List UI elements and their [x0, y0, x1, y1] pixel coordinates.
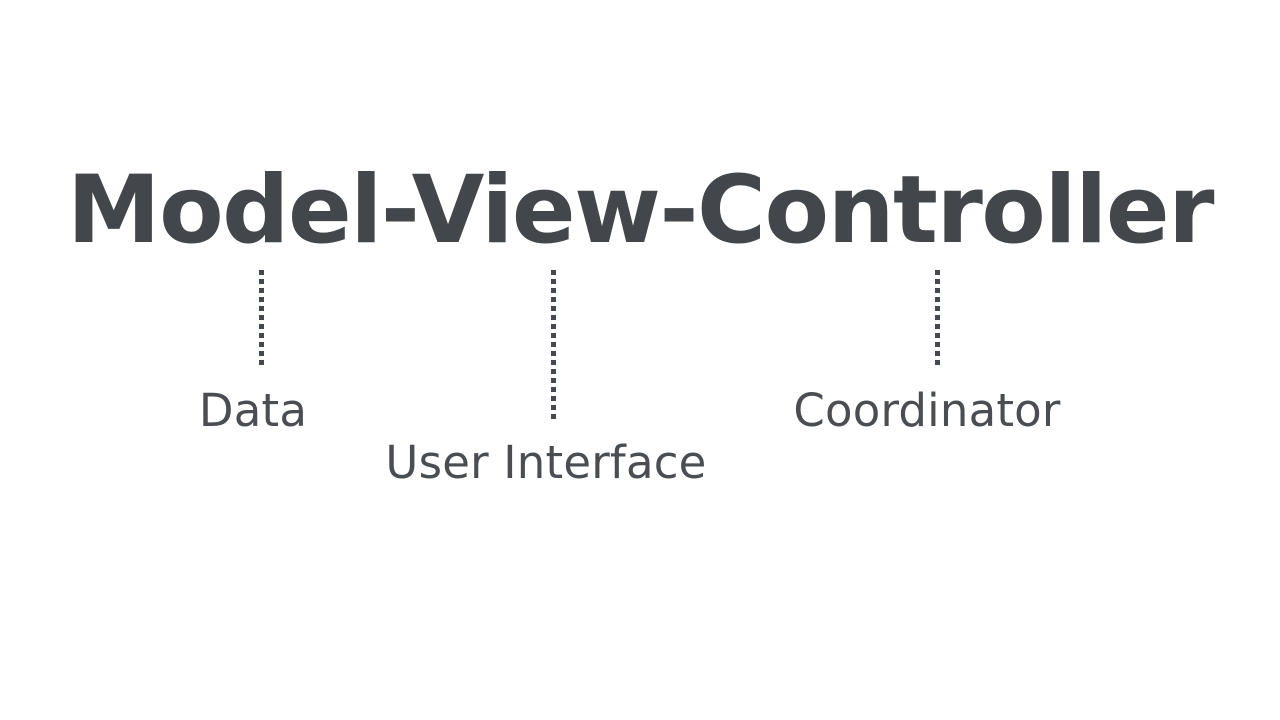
connector-line-model [259, 270, 264, 366]
label-model-meaning: Data [198, 384, 308, 437]
connector-line-view [551, 270, 556, 419]
label-view-meaning: User Interface [385, 436, 707, 489]
label-controller-meaning: Coordinator [793, 384, 1061, 437]
connector-line-controller [935, 270, 940, 366]
page-title: Model-View-Controller [67, 156, 1214, 265]
